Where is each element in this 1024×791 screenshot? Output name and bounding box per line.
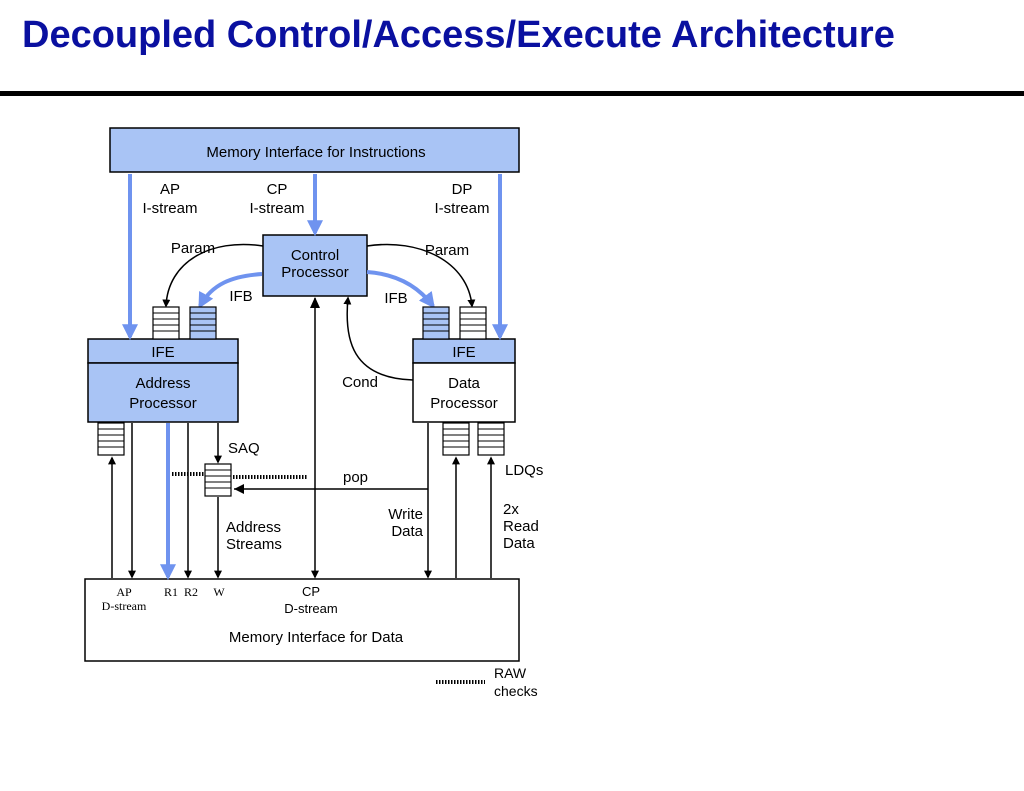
raw-checks-label-1: RAW xyxy=(494,665,527,681)
memory-interface-data-label: Memory Interface for Data xyxy=(229,629,404,646)
param-left-label: Param xyxy=(171,240,215,257)
control-processor-label-2: Processor xyxy=(281,264,349,281)
ldqs-label: LDQs xyxy=(505,462,543,479)
raw-checks-label-2: checks xyxy=(494,683,538,699)
w-label: W xyxy=(213,585,225,599)
ap-istream-label-2: I-stream xyxy=(142,200,197,217)
param-queue-left xyxy=(152,306,180,340)
ldq-queue-2 xyxy=(477,422,505,456)
dp-istream-label-2: I-stream xyxy=(434,200,489,217)
r1-label: R1 xyxy=(164,585,178,599)
ldq-queue-1 xyxy=(442,422,470,456)
saq-label: SAQ xyxy=(228,440,260,457)
address-streams-label-1: Address xyxy=(226,519,281,536)
title-rule xyxy=(0,91,1024,96)
pop-arrow-head xyxy=(234,484,244,494)
address-streams-label-2: Streams xyxy=(226,536,282,553)
memory-interface-instructions-box xyxy=(109,127,520,173)
ifb-left-label: IFB xyxy=(229,288,252,305)
address-processor-box xyxy=(87,362,239,423)
ife-left-box xyxy=(87,338,239,364)
ap-istream-label-1: AP xyxy=(160,181,180,198)
control-processor-box xyxy=(262,234,368,297)
cond-label: Cond xyxy=(342,374,378,391)
ife-left-label: IFE xyxy=(151,344,174,361)
pop-label: pop xyxy=(343,469,368,486)
address-processor-label-1: Address xyxy=(135,375,190,392)
ifb-right-arrow xyxy=(366,270,435,309)
param-right-arrow xyxy=(366,243,476,308)
param-left-arrow xyxy=(162,243,264,308)
read-data-label-1: 2x xyxy=(503,501,519,518)
address-processor-label-2: Processor xyxy=(129,395,197,412)
cond-arrow xyxy=(343,296,414,381)
write-data-label-1: Write xyxy=(388,506,423,523)
saq-queue xyxy=(204,463,232,497)
cp-istream-label-2: I-stream xyxy=(249,200,304,217)
param-right-label: Param xyxy=(425,242,469,259)
memory-interface-data-box xyxy=(84,578,520,662)
data-processor-box xyxy=(412,362,516,423)
ifb-queue-left xyxy=(189,306,217,340)
dp-istream-label-1: DP xyxy=(452,181,473,198)
ap-dstream-label-1: AP xyxy=(116,585,132,599)
memory-interface-instructions-label: Memory Interface for Instructions xyxy=(206,144,425,161)
cp-dstream-label-2: D-stream xyxy=(284,601,337,616)
ife-right-label: IFE xyxy=(452,344,475,361)
data-processor-label-2: Processor xyxy=(430,395,498,412)
data-processor-label-1: Data xyxy=(448,375,480,392)
read-data-label-2: Read xyxy=(503,518,539,535)
ap-dstream-queue xyxy=(97,422,125,456)
r2-label: R2 xyxy=(184,585,198,599)
slide-title: Decoupled Control/Access/Execute Archite… xyxy=(22,14,895,56)
ifb-queue-right xyxy=(422,306,450,340)
ifb-right-label: IFB xyxy=(384,290,407,307)
control-processor-label-1: Control xyxy=(291,247,339,264)
param-queue-right xyxy=(459,306,487,340)
ap-dstream-label-2: D-stream xyxy=(102,599,147,613)
ifb-left-arrow xyxy=(198,272,263,309)
cp-dstream-up-head xyxy=(310,297,320,308)
cp-dstream-label-1: CP xyxy=(302,584,320,599)
read-data-label-3: Data xyxy=(503,535,535,552)
write-data-label-2: Data xyxy=(391,523,423,540)
cp-istream-label-1: CP xyxy=(267,181,288,198)
